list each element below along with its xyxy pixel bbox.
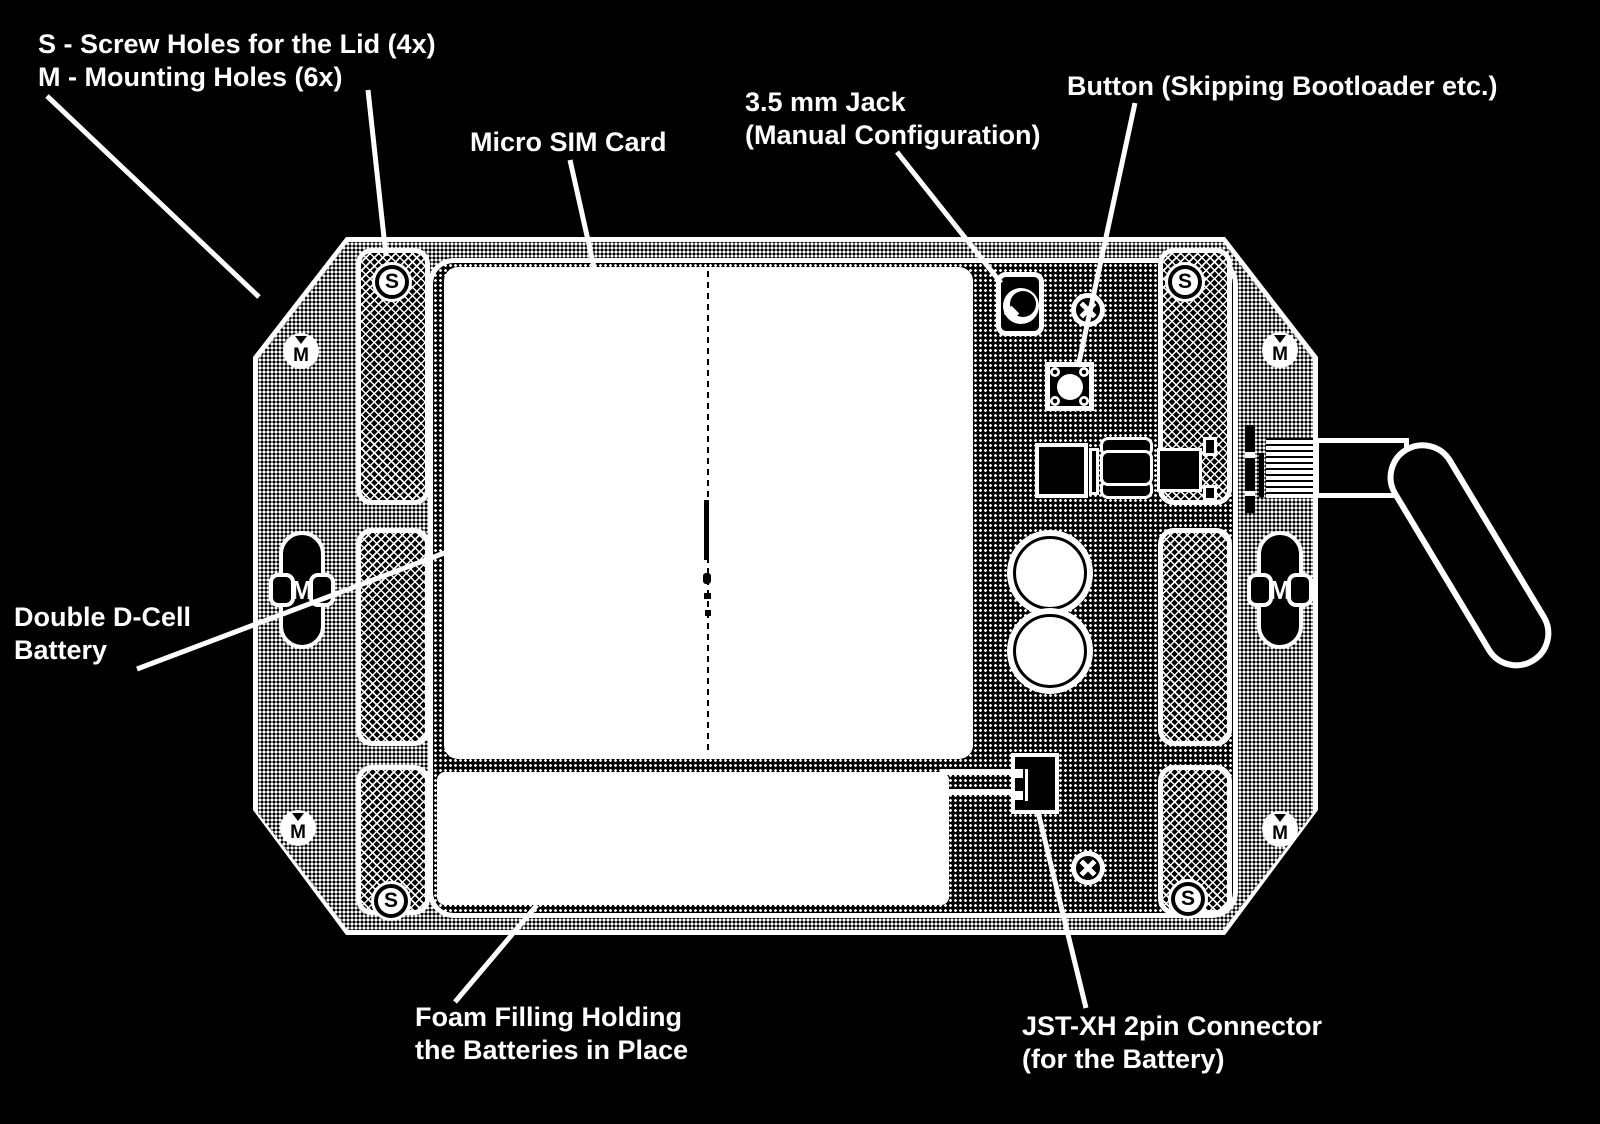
label-micro-sim: Micro SIM Card [470, 127, 667, 157]
mount-letter: M [1272, 344, 1288, 365]
screw-hole-marker-bottom-right: S [1171, 882, 1205, 916]
mounting-hole-marker-top-left: M [283, 333, 319, 369]
button-corner-screw [1050, 396, 1060, 406]
washer-hole-bottom [1013, 614, 1087, 688]
label-jack: 3.5 mm Jack (Manual Configuration) [745, 87, 1041, 150]
button-corner-screw [1079, 396, 1089, 406]
label-foam: Foam Filling Holding the Batteries in Pl… [415, 1002, 689, 1065]
bootloader-button [1045, 362, 1094, 411]
screw-letter: S [383, 889, 398, 912]
battery-mark [705, 610, 711, 616]
right-wall-middle [1158, 528, 1232, 746]
audio-jack-icon [996, 272, 1044, 336]
screw-hole-marker-bottom-left: S [374, 884, 408, 918]
jst-xh-connector [1011, 753, 1059, 814]
jst-pin [1014, 769, 1023, 778]
sma-flange-bottom [1203, 485, 1217, 501]
sma-barrel [1157, 448, 1202, 492]
washer-hole-top [1013, 536, 1087, 610]
screw-hole-marker-top-left: S [375, 265, 409, 299]
sma-flange-top [1203, 437, 1217, 456]
mount-letter: M [1269, 574, 1291, 605]
mount-letter: M [1272, 823, 1288, 844]
sma-nut-middle [1100, 450, 1153, 486]
device-enclosure: S S S S M M M M M M [253, 237, 1318, 935]
battery-terminal [704, 500, 709, 560]
screw-hole-marker-top-right: S [1168, 265, 1202, 299]
mounting-hole-marker-top-right: M [1262, 332, 1298, 368]
legend-mounting-holes: M - Mounting Holes (6x) [38, 62, 343, 92]
mounting-slot-right: M [1257, 531, 1303, 649]
mount-letter: M [291, 574, 313, 605]
screw-letter: S [1177, 270, 1192, 293]
panel-washer-inner [1259, 453, 1264, 497]
label-jst: JST-XH 2pin Connector (for the Battery) [1022, 1011, 1323, 1074]
button-corner-screw [1050, 367, 1060, 377]
mounting-hole-marker-bottom-left: M [280, 810, 316, 846]
screw-letter: S [1180, 887, 1195, 910]
legend-screw-holes: S - Screw Holes for the Lid (4x) [38, 29, 436, 59]
mount-letter: M [290, 822, 306, 843]
fiducial-x-icon [1071, 851, 1105, 885]
jst-wall [1025, 769, 1028, 801]
mounting-slot-left: M [279, 531, 325, 649]
antenna-threads [1266, 438, 1313, 498]
double-d-cell-battery [444, 267, 973, 759]
battery-wire [940, 769, 1012, 775]
screw-letter: S [384, 270, 399, 293]
battery-mark [703, 573, 711, 584]
battery-wire [946, 789, 1012, 795]
sma-body [1035, 443, 1088, 498]
button-cap [1056, 373, 1083, 400]
label-button: Button (Skipping Bootloader etc.) [1067, 71, 1498, 101]
label-battery: Double D-Cell Battery [14, 602, 192, 665]
panel-washer [1245, 425, 1255, 513]
mount-letter: M [293, 345, 309, 366]
sma-collar [1089, 448, 1099, 495]
button-corner-screw [1079, 367, 1089, 377]
mounting-hole-marker-bottom-right: M [1262, 811, 1298, 847]
left-wall-middle [356, 528, 430, 746]
jst-pin [1014, 791, 1023, 800]
battery-mark [704, 593, 711, 599]
foam-filling [437, 772, 949, 905]
jack-socket [1003, 288, 1039, 324]
right-wall-bottom [1158, 765, 1232, 915]
antenna-assembly [1033, 425, 1600, 735]
